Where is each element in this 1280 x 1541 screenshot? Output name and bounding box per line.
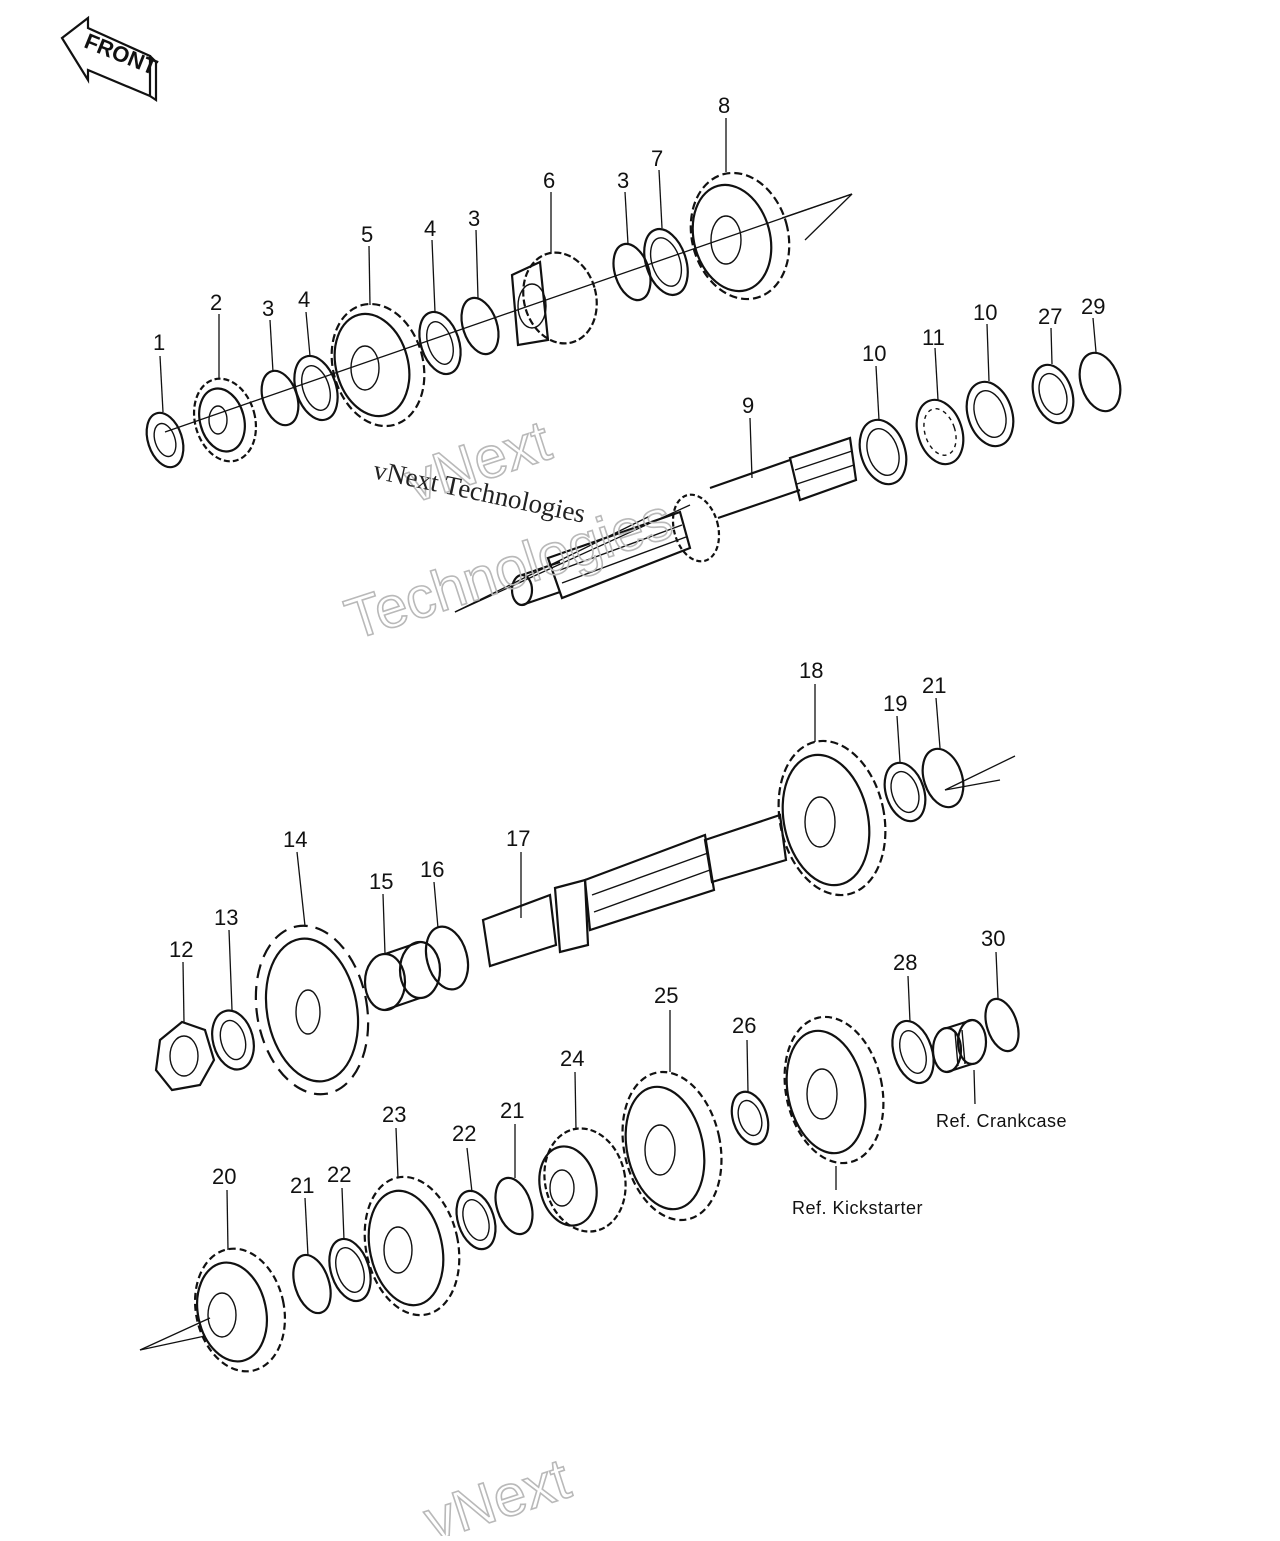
gear-part-24 [538,1127,627,1233]
gear-part-23 [363,1175,461,1317]
callout-24: 24 [560,1046,584,1071]
callout-7: 7 [651,146,663,171]
washer-part-27 [1031,363,1075,425]
callout-19: 19 [883,691,907,716]
callout-3: 3 [262,296,274,321]
shaft-part-9 [510,436,858,607]
callout-16: 16 [420,857,444,882]
callout-17: 17 [506,826,530,851]
nut-part-12 [154,1020,216,1092]
callout-3: 3 [468,206,480,231]
circlip-part-29 [1078,351,1122,413]
washer-part-7 [643,227,689,297]
callout-22: 22 [327,1162,351,1187]
sprocket-part-14 [254,924,370,1096]
callout-21: 21 [922,673,946,698]
callout-10: 10 [973,300,997,325]
circlip-part-21b [292,1253,332,1315]
axis-lines [139,193,1016,1351]
gear-part-20 [193,1247,287,1373]
gear-part-18 [777,739,887,897]
callout-22: 22 [452,1121,476,1146]
front-arrow-icon: FRONT [60,15,161,103]
callout-25: 25 [654,983,678,1008]
callout-12: 12 [169,937,193,962]
callout-20: 20 [212,1164,236,1189]
callout-9: 9 [742,393,754,418]
washer-part-10b [965,380,1015,448]
callout-6: 6 [543,168,555,193]
callout-10: 10 [862,341,886,366]
callout-21: 21 [500,1098,524,1123]
callout-27: 27 [1038,304,1062,329]
ref-crankcase-label: Ref. Crankcase [936,1111,1067,1131]
washer-part-28 [891,1019,935,1085]
bushing-part-26 [730,1090,770,1146]
washer-part-4b [418,310,462,376]
o-ring-part-16 [424,925,470,991]
callout-8: 8 [718,93,730,118]
callout-15: 15 [369,869,393,894]
washer-part-13 [211,1009,255,1071]
callout-4: 4 [298,287,310,312]
callout-18: 18 [799,658,823,683]
gear-part-2 [192,377,258,463]
callout-23: 23 [382,1102,406,1127]
needle-bearing [931,1018,988,1074]
collar-part-15 [363,940,442,1012]
leader-lines [159,118,1097,1257]
callout-14: 14 [283,827,307,852]
circlip-part-21a [921,747,965,809]
ref-kickstarter-label: Ref. Kickstarter [792,1198,923,1218]
callout-2: 2 [210,290,222,315]
gear-part-25 [621,1070,723,1222]
kickstarter-gear [783,1015,885,1165]
gear-part-6 [510,251,598,347]
circlip-part-3c [612,242,652,302]
callout-3: 3 [617,168,629,193]
callout-26: 26 [732,1013,756,1038]
watermark: vNext Technologies vNext Technologies vN… [337,407,681,1541]
washer-part-19 [883,761,927,823]
shaft-part-17 [481,813,788,968]
callout-21: 21 [290,1173,314,1198]
circlip-part-3b [460,296,500,356]
washer-part-10a [858,418,908,486]
callout-1: 1 [153,330,165,355]
callout-numbers: 1 2 3 4 5 4 3 6 3 7 8 9 10 11 10 27 29 1… [153,93,1105,1198]
callout-30: 30 [981,926,1005,951]
callout-4: 4 [424,216,436,241]
circlip-part-30 [984,997,1020,1053]
watermark-bottom: vNext [416,1446,577,1536]
callout-13: 13 [214,905,238,930]
gear-part-8 [689,171,791,301]
circlip-part-21c [494,1176,534,1236]
bearing-part-11 [915,398,965,466]
washer-part-22a [328,1237,372,1303]
washer-part-22b [455,1189,497,1251]
callout-28: 28 [893,950,917,975]
gear-part-5 [330,302,426,428]
callout-11: 11 [922,325,945,350]
washer-part-1 [145,411,185,469]
washer-part-4a [293,354,339,422]
callout-5: 5 [361,222,373,247]
callout-29: 29 [1081,294,1105,319]
